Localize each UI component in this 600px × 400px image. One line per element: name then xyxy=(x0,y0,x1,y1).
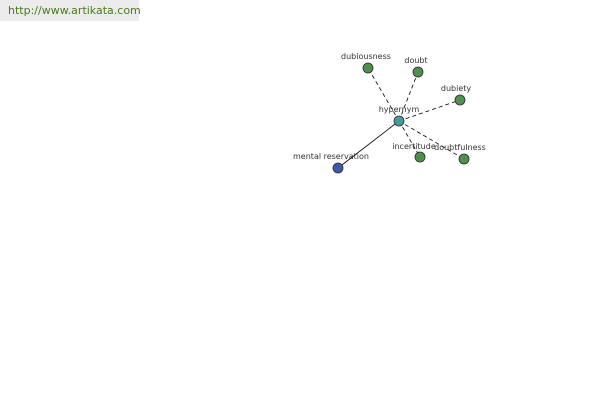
node-label: dubiety xyxy=(441,84,472,93)
node-circle[interactable] xyxy=(458,153,470,165)
node-mental-reservation[interactable]: mental reservation xyxy=(293,152,369,174)
node-dubiousness[interactable]: dubiousness xyxy=(341,52,391,74)
source-link[interactable]: http://www.artikata.com xyxy=(8,4,141,17)
node-circle[interactable] xyxy=(332,162,344,174)
node-label: dubiousness xyxy=(341,52,391,61)
node-dubiety[interactable]: dubiety xyxy=(441,84,472,106)
edge-dubiousness xyxy=(367,67,400,122)
node-label: mental reservation xyxy=(293,152,369,161)
node-label: doubt xyxy=(404,56,427,65)
node-circle[interactable] xyxy=(362,62,374,74)
node-circle[interactable] xyxy=(412,66,424,78)
edge-doubtfulness xyxy=(398,120,465,160)
source-link-bar[interactable]: http://www.artikata.com xyxy=(0,0,141,21)
edge-doubt xyxy=(398,71,419,122)
graph-nodes: dubiousness doubt dubiety incertitudedoubtf… xyxy=(293,52,486,174)
node-circle[interactable] xyxy=(393,115,405,127)
node-label: hypernym xyxy=(379,105,420,114)
edge-incertitude xyxy=(398,120,421,158)
edge-dubiety xyxy=(398,99,461,122)
graph-edges xyxy=(337,67,465,169)
node-incertitude[interactable]: incertitude xyxy=(392,142,436,163)
node-circle[interactable] xyxy=(454,94,466,106)
node-label: incertitude xyxy=(392,142,436,151)
edge-mental-reservation xyxy=(337,120,400,169)
node-hypernym[interactable]: hypernym xyxy=(379,105,420,127)
node-doubtfulness[interactable]: doubtfulness xyxy=(434,143,486,165)
node-doubt[interactable]: doubt xyxy=(404,56,428,78)
node-circle[interactable] xyxy=(414,151,426,163)
node-label: doubtfulness xyxy=(434,143,486,152)
